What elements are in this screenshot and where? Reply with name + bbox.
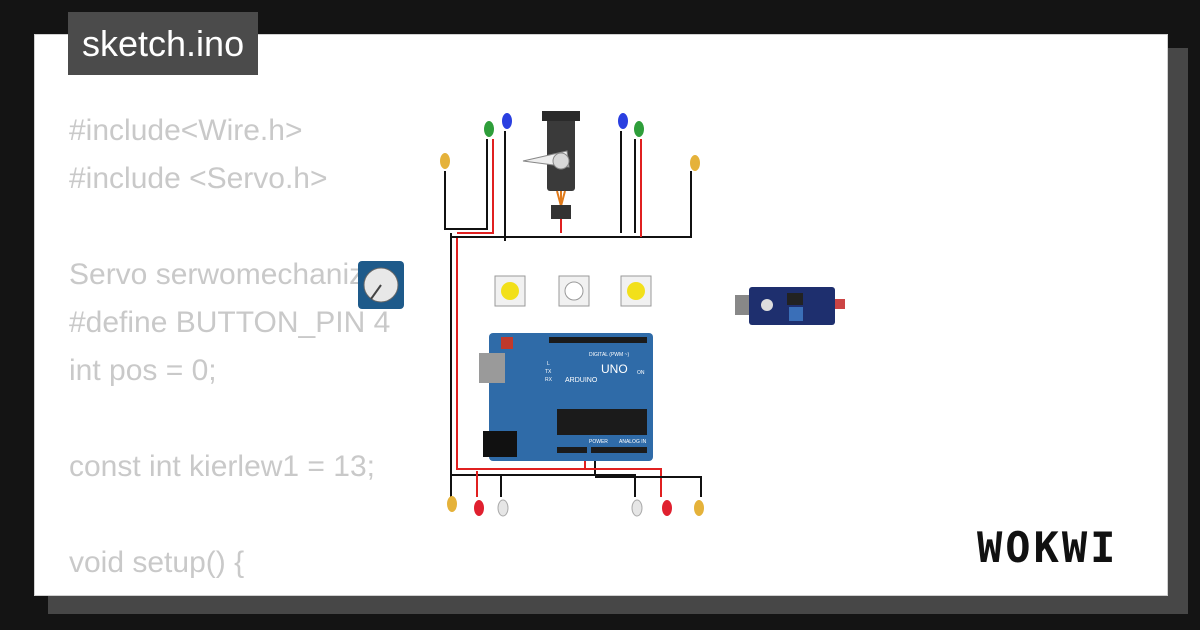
code-line: Servo serwomechanizm; — [69, 258, 398, 291]
pushbutton-white — [558, 275, 590, 307]
circuit-diagram: UNO ARDUINO DIGITAL (PWM ~) POWER ANALOG… — [358, 111, 845, 517]
board-brand: ARDUINO — [565, 377, 598, 384]
code-line: #include <Servo.h> — [69, 162, 328, 195]
led-yellow — [447, 496, 457, 512]
code-preview: #include<Wire.h> #include <Servo.h> Serv… — [69, 107, 398, 595]
wire-red — [457, 139, 494, 234]
sensor-module — [735, 287, 845, 325]
code-line: int pos = 0; — [69, 354, 217, 387]
pushbutton-yellow — [494, 275, 526, 307]
led-green — [634, 121, 644, 137]
board-power-label: POWER — [589, 439, 608, 445]
code-line: pinMode(4, INPUT); — [69, 587, 397, 595]
wire-black — [444, 139, 488, 230]
led-blue — [618, 113, 628, 129]
wires — [444, 131, 702, 497]
code-line: void setup() { — [69, 546, 245, 579]
servo-motor — [522, 111, 580, 219]
wokwi-logo: WOKWI — [977, 523, 1119, 572]
board-rx-label: RX — [545, 377, 553, 383]
wire-black — [595, 474, 636, 497]
led-red — [474, 500, 484, 516]
wire-black — [451, 171, 692, 238]
led-yellow — [694, 500, 704, 516]
led-white — [497, 499, 509, 517]
board-logo-text: UNO — [601, 362, 628, 376]
board-analog-label: ANALOG IN — [619, 439, 647, 445]
led-red — [662, 500, 672, 516]
board-digital-label: DIGITAL (PWM ~) — [589, 352, 629, 358]
board-on-label: ON — [637, 370, 645, 376]
potentiometer — [358, 261, 404, 309]
led-yellow — [440, 153, 450, 169]
pushbutton-yellow — [620, 275, 652, 307]
board-l-label: L — [547, 361, 550, 367]
led-white — [631, 499, 643, 517]
wire-red — [456, 237, 586, 470]
code-line: #include<Wire.h> — [69, 114, 303, 147]
arduino-uno: UNO ARDUINO DIGITAL (PWM ~) POWER ANALOG… — [479, 333, 653, 461]
wire-red — [585, 468, 662, 497]
file-name-badge: sketch.ino — [68, 12, 259, 75]
led-green — [484, 121, 494, 137]
led-blue — [502, 113, 512, 129]
board-tx-label: TX — [545, 369, 552, 375]
wire-black — [450, 233, 596, 476]
code-line: const int kierlew1 = 13; — [69, 450, 375, 483]
code-line: #define BUTTON_PIN 4 — [69, 306, 391, 339]
led-yellow — [690, 155, 700, 171]
preview-card: #include<Wire.h> #include <Servo.h> Serv… — [34, 34, 1168, 596]
wire-black — [595, 476, 702, 497]
